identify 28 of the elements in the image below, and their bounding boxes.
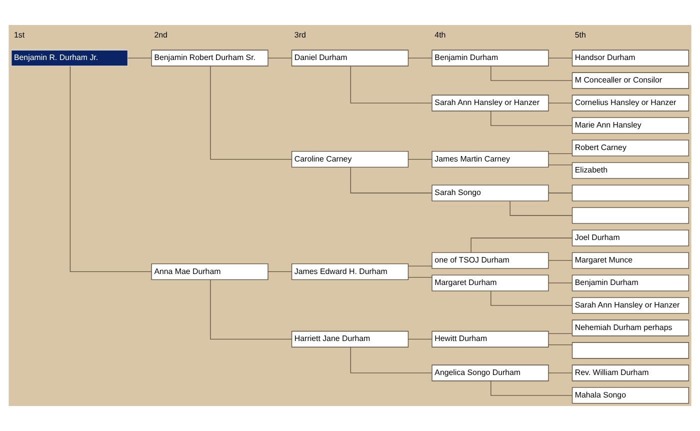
connector xyxy=(548,192,572,194)
connector xyxy=(548,260,572,261)
connector xyxy=(548,333,572,334)
connector xyxy=(470,238,573,253)
connector xyxy=(548,282,572,284)
connector xyxy=(350,346,432,374)
connector xyxy=(548,164,572,166)
connector xyxy=(490,66,572,81)
connector xyxy=(510,200,573,216)
connector xyxy=(210,279,292,340)
connector xyxy=(408,277,432,278)
connector xyxy=(70,66,152,272)
connector xyxy=(548,102,572,104)
connector xyxy=(408,338,432,340)
connector xyxy=(548,153,572,154)
connector xyxy=(210,66,292,160)
connector xyxy=(490,380,572,396)
connector xyxy=(548,344,572,346)
node-box xyxy=(572,207,689,224)
connector xyxy=(268,271,292,272)
node-box xyxy=(572,342,689,359)
connector xyxy=(490,110,572,126)
connector xyxy=(548,372,572,374)
connector xyxy=(350,66,432,104)
node-box xyxy=(572,184,689,202)
connector xyxy=(490,290,572,306)
connector xyxy=(350,166,432,194)
connector xyxy=(408,158,432,160)
